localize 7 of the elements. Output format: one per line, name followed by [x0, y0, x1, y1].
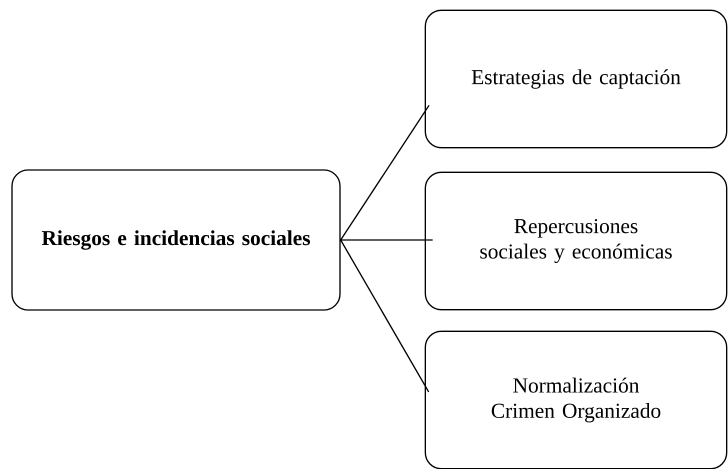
connector-line: [340, 104, 430, 240]
rounded-box: Estrategias de captación: [424, 10, 728, 148]
connector-line: [340, 239, 433, 241]
rounded-box: Repercusiones sociales y económicas: [424, 172, 728, 310]
rounded-box: Riesgos e incidencias sociales: [11, 169, 341, 311]
connector-line: [340, 240, 430, 392]
rounded-box: Normalización Crimen Organizado: [424, 330, 728, 469]
